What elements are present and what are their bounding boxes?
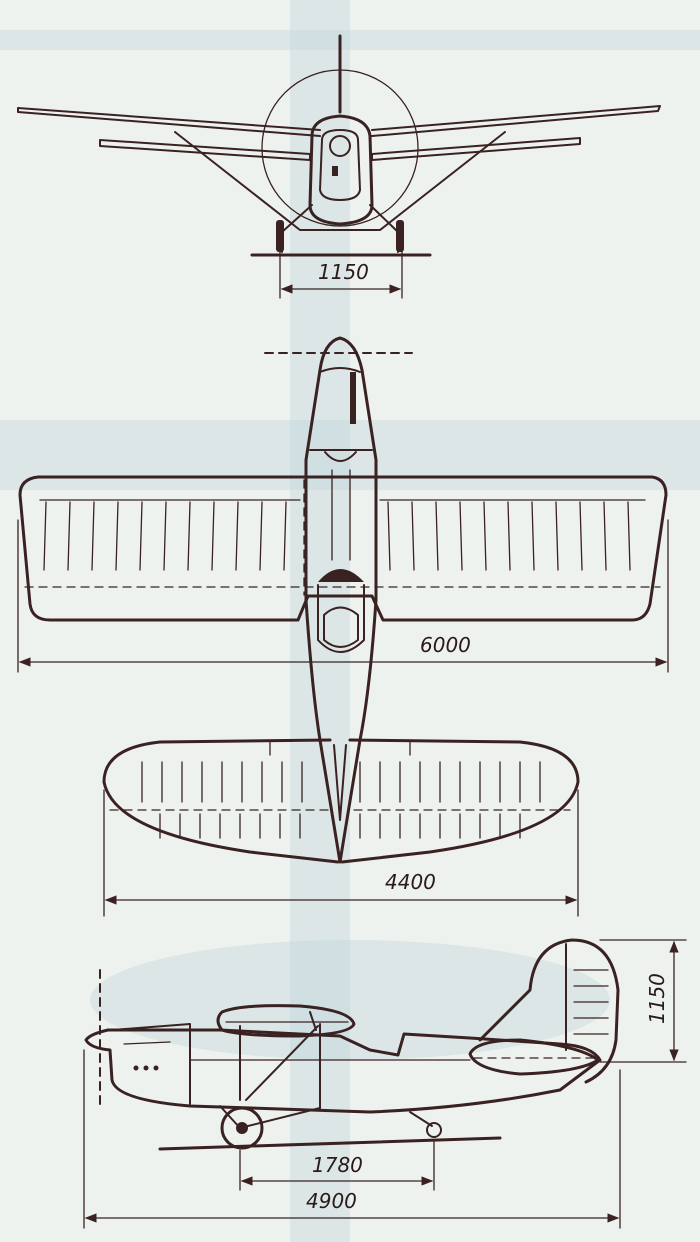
length-dimension: 4900 [306,1189,357,1213]
wingspan-dimension: 6000 [420,633,471,657]
wing-rib [91,501,95,571]
wing-rib [579,501,583,571]
wing-rib [115,501,119,571]
wing-rib [211,501,215,571]
wing-rib [603,501,607,571]
wing-rib [235,501,239,571]
top-tailplane [102,738,580,864]
wing-rib [627,501,631,571]
front-fuselage [308,114,374,226]
wing-rib [187,501,191,571]
side-upper-wing [216,1004,356,1038]
tail-fin-ribs [573,969,609,1035]
side-view: 1150 1780 4900 [83,938,687,1229]
main-wheel [220,1106,264,1150]
side-ground-line [158,1136,502,1151]
wing-rib [387,501,391,571]
wing-rib [483,501,487,571]
top-fuselage [304,336,378,864]
front-view: 1150 [17,34,661,299]
top-upper-wing [18,475,668,622]
wheelbase-dimension: 1780 [312,1153,363,1177]
tail-span-dimension: 4400 [385,870,436,894]
side-tail-fin [478,938,620,1084]
wing-rib [411,501,415,571]
side-struts [239,1011,321,1109]
wing-rib [43,501,47,571]
wing-rib [507,501,511,571]
upper-wing-ribs [43,501,631,571]
wing-rib [283,501,287,571]
wing-rib [139,501,143,571]
front-upper-wing [17,105,661,137]
front-struts [174,131,506,231]
wing-rib [259,501,263,571]
wing-rib [459,501,463,571]
wing-rib [67,501,71,571]
side-stabilizer [468,1038,600,1076]
front-landing-gear [281,204,399,253]
top-view: 6000 4400 [17,336,669,917]
wing-rib [555,501,559,571]
wing-rib [435,501,439,571]
tail-wheel [426,1122,442,1138]
wing-rib [531,501,535,571]
side-fuselage [84,1028,602,1114]
tailplane-ribs [141,761,541,839]
front-track-dimension: 1150 [318,260,369,284]
height-dimension: 1150 [645,973,669,1024]
wing-rib [163,501,167,571]
